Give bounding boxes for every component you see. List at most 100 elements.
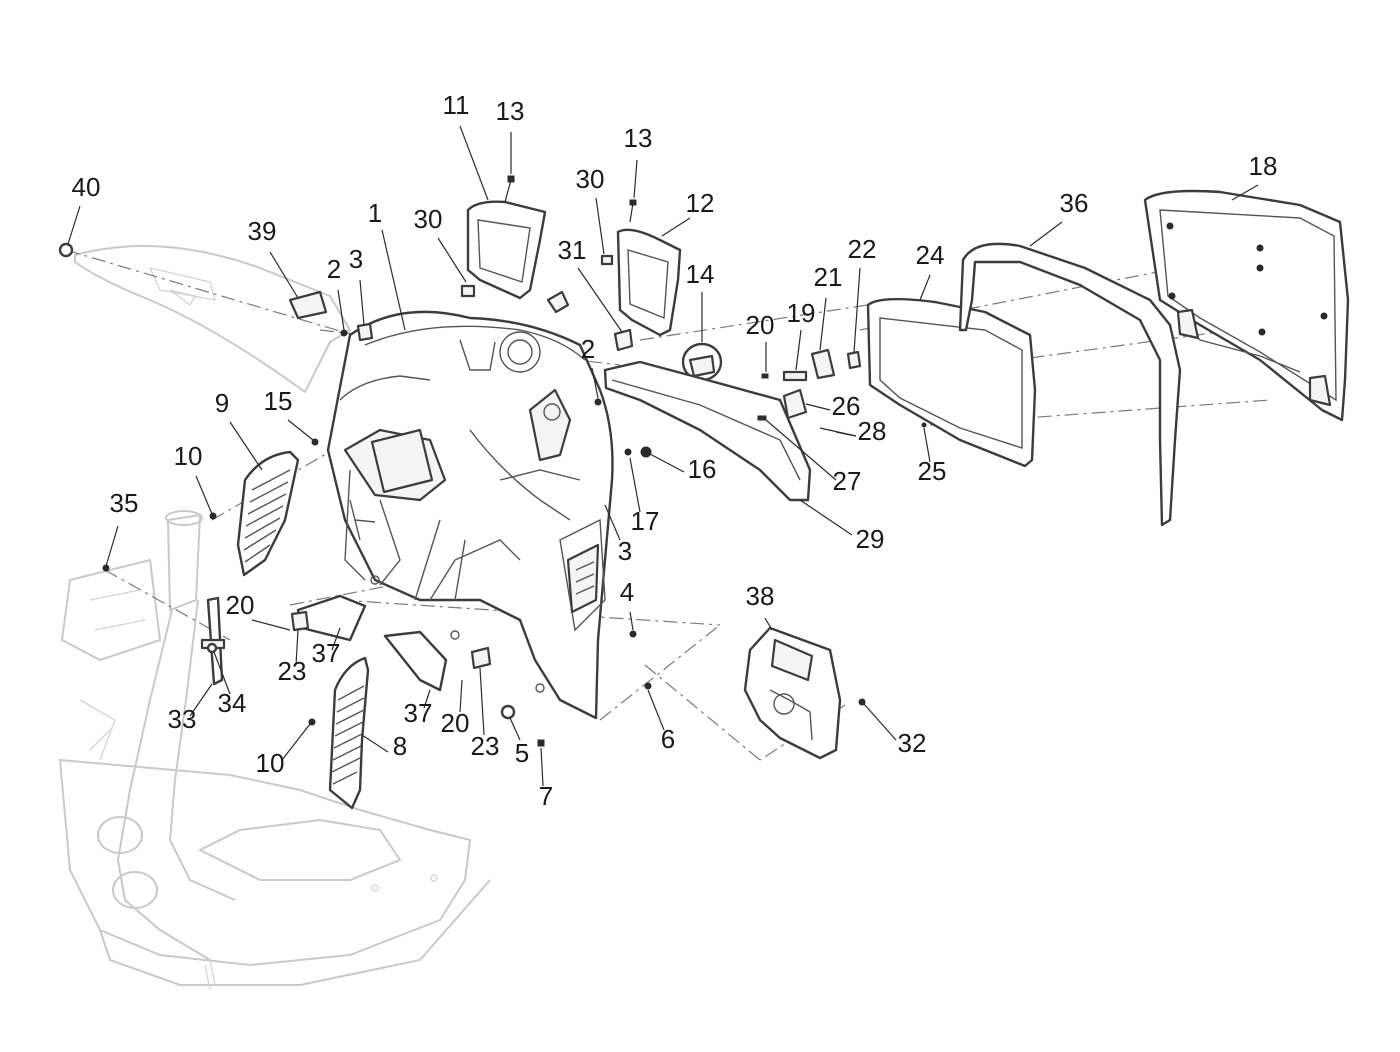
ghost-handlebar-cover [74,245,352,394]
leader-line-c18 [1231,184,1259,201]
horn-cover-part [603,360,812,502]
leader-line-c21 [819,297,827,351]
callout-label-c31: 31 [558,235,587,265]
leader-line-c33 [189,683,213,717]
ghost-frame [58,510,491,991]
callout-label-c24: 24 [916,240,945,270]
callout-label-c30b: 30 [576,164,605,194]
leader-line-c6 [647,689,665,731]
callout-label-c13b: 13 [624,123,653,153]
leader-line-c2b [591,367,599,399]
callout-label-c35: 35 [110,488,139,518]
leader-line-c29 [799,499,853,536]
callout-label-c12: 12 [686,188,715,218]
callout-label-c20b: 20 [226,590,255,620]
leader-line-c28 [835,431,857,437]
callout-label-c2a: 2 [327,254,341,284]
callout-label-c20a: 20 [746,310,775,340]
callout-label-c7: 7 [539,781,553,811]
callout-label-c21: 21 [814,262,843,292]
leader-line-c3b [604,504,621,541]
callout-label-c39: 39 [248,216,277,246]
trim-frame-11-part [466,200,547,300]
leader-line-c9 [229,421,263,471]
leader-line-c37a [331,627,341,651]
leader-line-c22 [853,267,861,353]
callout-label-c11: 11 [443,90,470,120]
leader-line-c7 [540,747,544,787]
callout-label-c19: 19 [787,298,816,328]
callout-label-c29: 29 [856,524,885,554]
leader-line-c3a [359,279,365,326]
callout-label-c38: 38 [746,581,775,611]
callout-label-c32: 32 [898,728,927,758]
leader-line-c5 [509,717,521,741]
screw-13-parts [504,175,637,223]
leg-shield-part [326,310,614,720]
leader-line-c15 [287,419,314,441]
callout-label-c9: 9 [215,388,229,418]
grille-upper-part [236,450,300,577]
leader-line-c36 [1029,221,1063,247]
leader-line-c27 [765,419,837,481]
leader-line-c23b [479,667,485,736]
leader-line-c34 [213,651,231,695]
leader-line-c25 [923,427,931,463]
seal-36-part [958,242,1182,527]
back-panel-18-part [1143,189,1350,422]
leader-line-c37b [423,689,431,709]
callout-label-c1: 1 [368,198,382,228]
fasteners-small [58,242,866,747]
callout-label-c18: 18 [1249,151,1278,181]
leader-line-c20b [251,619,291,631]
callout-label-c37a: 37 [312,638,341,668]
leader-line-c30a [437,237,467,283]
leader-line-c35 [105,525,119,567]
leader-line-c26 [805,403,831,411]
leader-line-c38 [764,617,773,631]
callout-label-c20c: 20 [441,708,470,738]
callout-label-c25: 25 [918,456,947,486]
leader-line-c4 [629,611,634,631]
callout-label-c10a: 10 [174,441,203,471]
callout-label-c27: 27 [833,466,862,496]
callout-label-c16: 16 [688,454,717,484]
leader-line-c32 [863,703,897,741]
callout-label-c2b: 2 [581,334,595,364]
callout-label-c23b: 23 [471,731,500,761]
callout-label-c26: 26 [832,391,861,421]
callout-label-c6: 6 [661,724,675,754]
callout-label-c15: 15 [264,386,293,416]
leader-line-c20c [459,679,463,713]
callout-label-c37b: 37 [404,698,433,728]
callout-label-c10b: 10 [256,748,285,778]
callout-label-c40: 40 [72,172,101,202]
callout-label-c3b: 3 [618,536,632,566]
latch-parts [757,348,927,437]
leader-line-c23a [295,629,299,666]
callout-label-c4: 4 [620,577,634,607]
callout-label-c17: 17 [631,506,660,536]
callout-label-c33: 33 [168,704,197,734]
door-panel-24-part [866,297,1037,468]
leader-line-c16 [649,453,685,473]
callout-label-c22: 22 [848,234,877,264]
leader-line-c10a [195,475,213,515]
rear-cover-38-part [743,626,842,760]
grille-lower-part [328,656,370,810]
leader-line-c11 [459,125,489,201]
callout-label-c8: 8 [393,731,407,761]
callout-label-c14: 14 [686,259,715,289]
callout-label-c13a: 13 [496,96,525,126]
leader-line-c2a [337,289,345,331]
leader-line-c10b [281,723,311,761]
leader-line-c17 [629,457,641,513]
leader-line-c39 [269,251,299,299]
callout-label-c36: 36 [1060,188,1089,218]
leader-line-c40 [67,205,81,245]
leader-line-c8 [361,734,389,753]
leader-line-c30b [595,197,605,255]
callout-label-c34: 34 [218,688,247,718]
leader-line-c13b [633,159,638,199]
